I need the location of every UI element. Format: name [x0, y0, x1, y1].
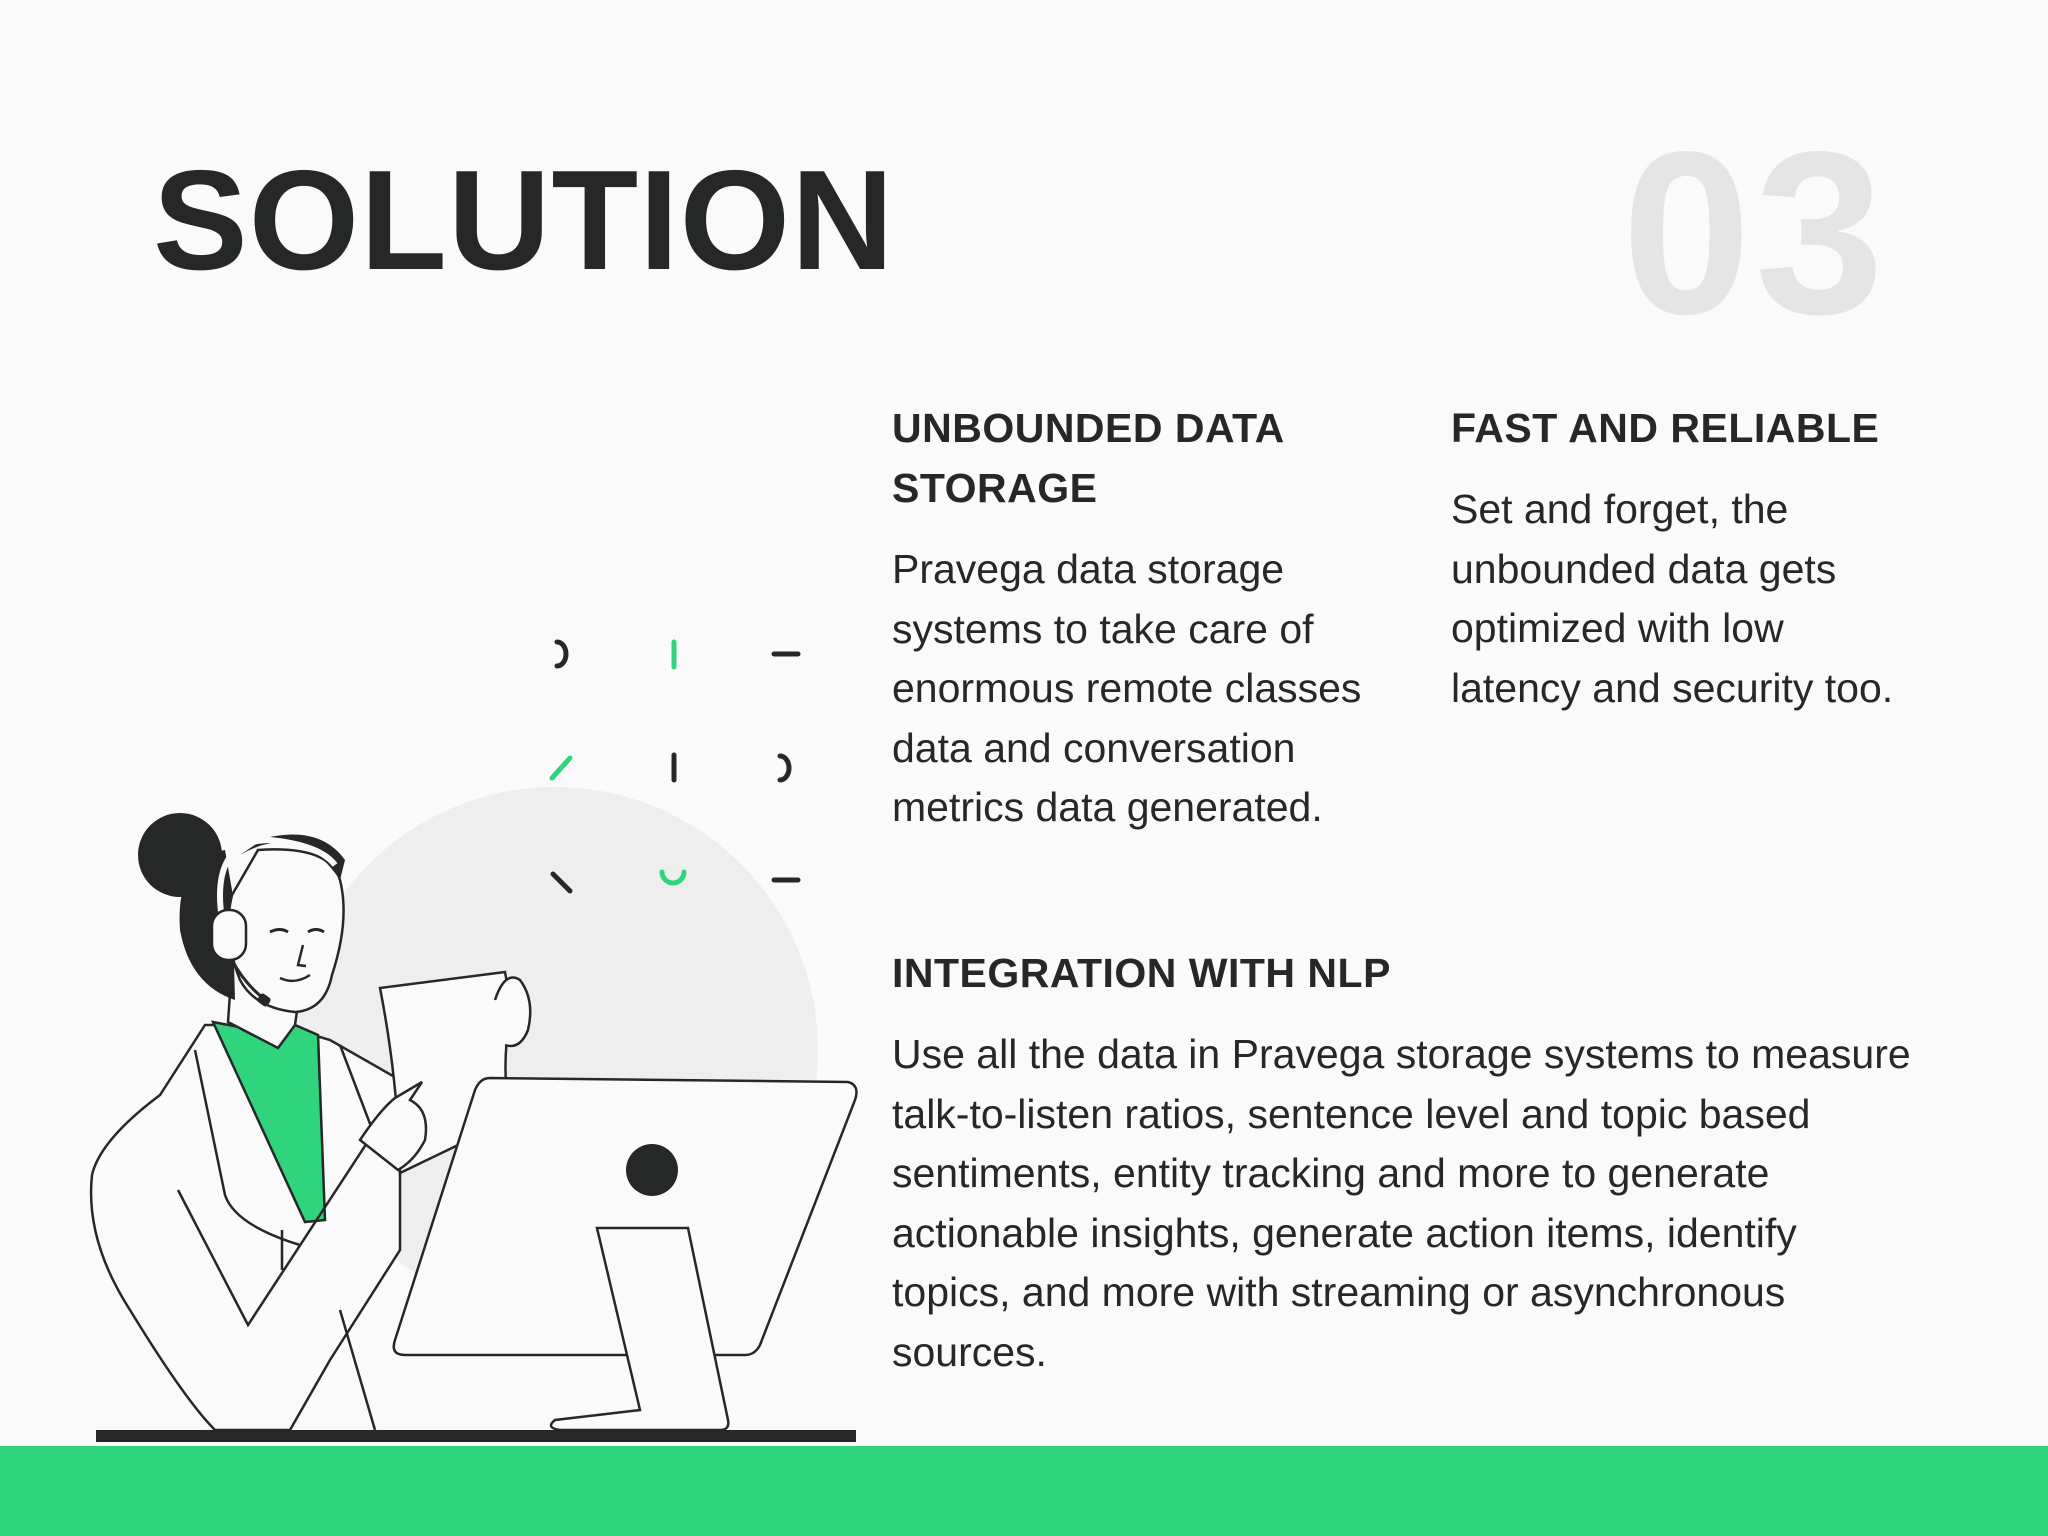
decorative-marks	[549, 639, 801, 894]
desk	[96, 1430, 856, 1442]
section-body: Set and forget, the unbounded data gets …	[1451, 486, 1894, 711]
section-heading: UNBOUNDED DATA STORAGE	[892, 405, 1284, 511]
hand	[493, 976, 532, 1048]
section-nlp-integration: INTEGRATION WITH NLP Use all the data in…	[892, 943, 1912, 1382]
pointing-hand	[358, 1080, 428, 1172]
monitor-screen	[392, 1076, 858, 1357]
footer-bar	[0, 1446, 2048, 1536]
page-number: 03	[1621, 104, 1888, 363]
headset-earpiece	[210, 908, 248, 962]
section-body: Pravega data storage systems to take car…	[892, 546, 1362, 830]
section-fast-reliable: FAST AND RELIABLE Set and forget, the un…	[1451, 398, 1921, 718]
monitor-stand	[549, 1226, 730, 1432]
support-agent-illustration	[89, 639, 858, 1442]
section-body: Use all the data in Pravega storage syst…	[892, 1031, 1911, 1375]
jacket	[89, 1023, 402, 1432]
headset-band	[217, 836, 338, 921]
section-heading: FAST AND RELIABLE	[1451, 405, 1880, 451]
page-title: SOLUTION	[153, 141, 895, 300]
section-unbounded-storage: UNBOUNDED DATA STORAGE Pravega data stor…	[892, 398, 1392, 838]
monitor-camera	[626, 1144, 678, 1196]
section-heading: INTEGRATION WITH NLP	[892, 950, 1391, 996]
